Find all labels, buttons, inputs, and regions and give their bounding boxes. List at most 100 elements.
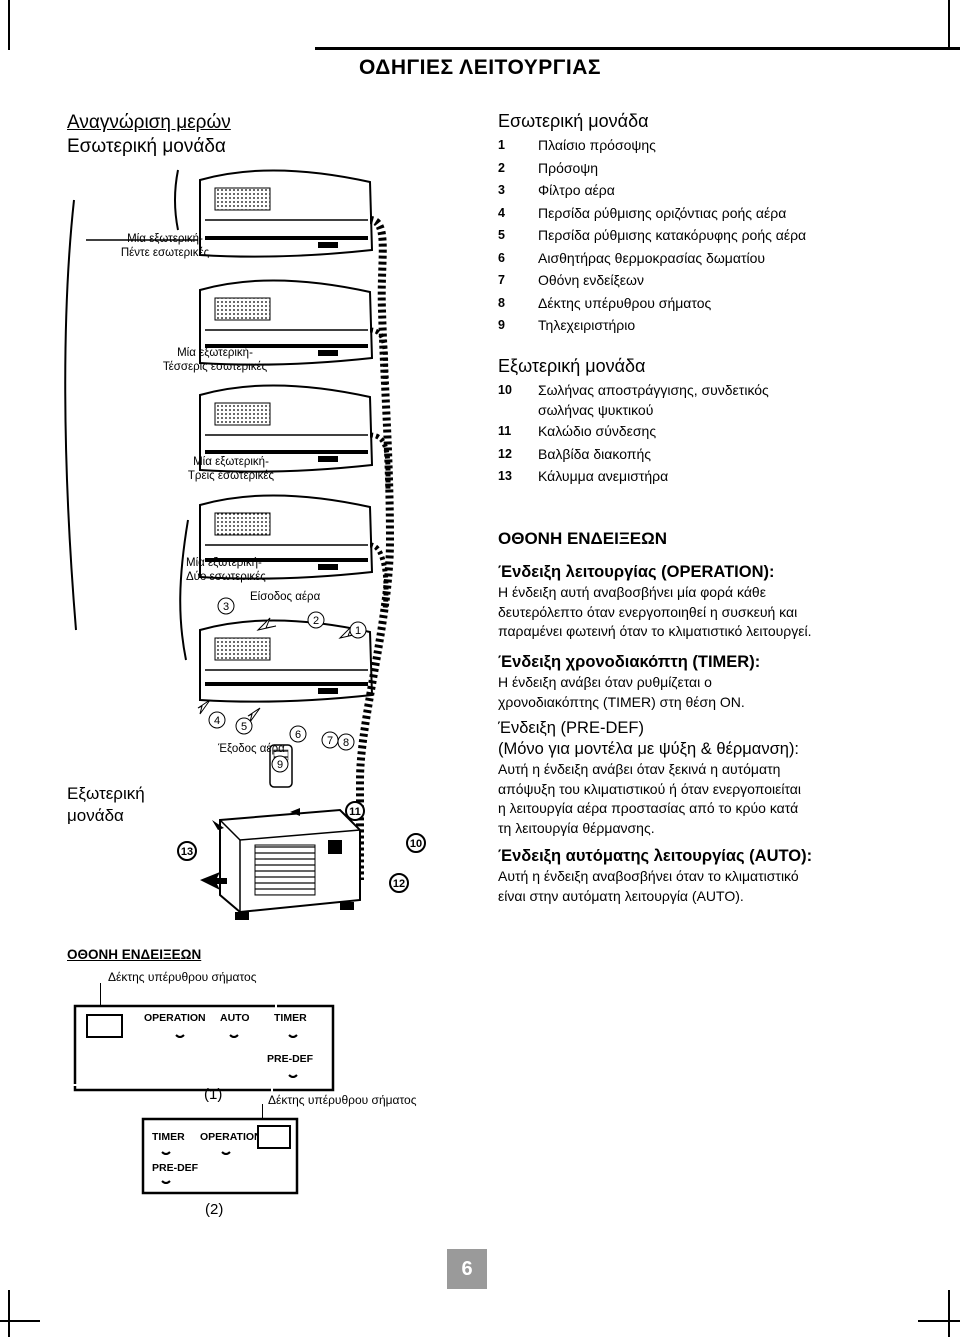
wall-curve-2 xyxy=(179,519,189,661)
list-item: σωλήνας ψυκτικού xyxy=(538,402,654,418)
auto-block: Ένδειξη αυτόματης λειτουργίας (AUTO): Αυ… xyxy=(498,847,813,904)
callout-2: 2 xyxy=(307,611,325,629)
svg-text:9: 9 xyxy=(277,759,283,771)
crop-mark-bottom-right-v xyxy=(948,1290,950,1337)
page-number: 6 xyxy=(447,1249,487,1289)
callout-4: 4 xyxy=(208,711,226,729)
indoor-unit-2 xyxy=(199,279,374,366)
callout-11: 11 xyxy=(345,801,365,821)
led-operation-2 xyxy=(221,1151,231,1155)
svg-text:AUTO: AUTO xyxy=(220,1012,250,1024)
section-title: Αναγνώριση μερών xyxy=(67,112,231,133)
display-title: ΟΘΟΝΗ ΕΝΔΕΙΞΕΩΝ xyxy=(498,529,668,548)
ir-receiver-window-1 xyxy=(86,1014,123,1038)
page-title: ΟΔΗΓΙΕΣ ΛΕΙΤΟΥΡΓΙΑΣ xyxy=(359,56,601,79)
svg-text:10: 10 xyxy=(410,838,422,850)
svg-text:7: 7 xyxy=(327,735,333,747)
section-subtitle: Εσωτερική μονάδα xyxy=(67,136,226,157)
svg-text:6: 6 xyxy=(295,729,301,741)
display-panel-2: TIMER OPERATION PRE-DEF xyxy=(141,1117,299,1195)
label-three-units: Μία εξωτερική-Τρεις εσωτερικές xyxy=(187,456,275,482)
callout-10: 10 xyxy=(406,833,426,853)
crop-mark-bottom-left xyxy=(0,1320,40,1322)
callout-13: 13 xyxy=(177,841,197,861)
timer-block: Ένδειξη χρονοδιακόπτη (TIMER): Η ένδειξη… xyxy=(498,653,761,710)
svg-text:5: 5 xyxy=(241,721,247,733)
label-five-units: Μία εξωτερική-Πέντε εσωτερικές xyxy=(120,233,210,259)
led-operation-1 xyxy=(175,1034,185,1038)
predef-block: Ένδειξη (PRE-DEF) (Μόνο για μοντέλα με ψ… xyxy=(498,719,801,836)
svg-text:8: 8 xyxy=(343,737,349,749)
receiver-pointer-2 xyxy=(262,1104,263,1122)
panel2-caption: (2) xyxy=(205,1201,224,1218)
svg-text:11: 11 xyxy=(349,806,361,818)
svg-text:TIMER: TIMER xyxy=(152,1131,185,1143)
callout-3: 3 xyxy=(217,597,235,615)
crop-mark-bottom-right xyxy=(918,1320,960,1322)
crop-mark-bottom-left-v xyxy=(8,1290,10,1337)
air-inlet-label: Είσοδος αέρα xyxy=(250,591,321,603)
outdoor-unit xyxy=(200,808,361,920)
label-two-units: Μία εξωτερική-Δύο εσωτερικές xyxy=(186,557,266,583)
svg-text:OPERATION: OPERATION xyxy=(144,1012,206,1024)
callout-5: 5 xyxy=(235,717,253,735)
indoor-unit-3 xyxy=(199,384,374,473)
svg-text:PRE-DEF: PRE-DEF xyxy=(152,1162,199,1174)
callout-7: 7 xyxy=(321,731,339,749)
callout-12: 12 xyxy=(389,873,409,893)
svg-text:PRE-DEF: PRE-DEF xyxy=(267,1053,314,1065)
led-auto-1 xyxy=(229,1034,239,1038)
svg-text:3: 3 xyxy=(223,601,229,613)
indoor-unit-5 xyxy=(199,619,374,703)
callout-9: 9 xyxy=(271,755,289,773)
label-four-units: Μία εξωτερική-Τέσσερις εσωτερικές xyxy=(162,347,268,373)
installation-illustration xyxy=(64,169,395,920)
wall-curve xyxy=(64,199,77,631)
receiver-label-1: Δέκτης υπέρυθρου σήματος xyxy=(108,970,257,984)
led-timer-2 xyxy=(161,1151,171,1155)
refrigerant-pipe xyxy=(355,216,395,880)
display-panel-1: OPERATION AUTO TIMER PRE-DEF xyxy=(73,1004,335,1092)
panel1-caption: (1) xyxy=(204,1086,223,1103)
svg-text:TIMER: TIMER xyxy=(274,1012,307,1024)
svg-text:2: 2 xyxy=(313,615,319,627)
svg-text:OPERATION: OPERATION xyxy=(200,1131,262,1143)
callout-6: 6 xyxy=(289,725,307,743)
svg-text:12: 12 xyxy=(393,878,405,890)
indoor-unit-1 xyxy=(199,169,374,258)
crop-mark-top-right xyxy=(948,0,950,50)
led-predef-1 xyxy=(288,1074,298,1078)
svg-text:4: 4 xyxy=(214,715,220,727)
receiver-pointer-1 xyxy=(100,983,101,1005)
wall-curve-3 xyxy=(174,169,179,231)
indoor-unit-4 xyxy=(199,494,374,580)
header-rule xyxy=(315,47,960,50)
callout-1: 1 xyxy=(349,621,367,639)
led-timer-1 xyxy=(288,1034,298,1038)
svg-text:13: 13 xyxy=(181,846,193,858)
indoor-title: Εσωτερική μονάδα xyxy=(498,111,649,131)
crop-mark-top-left xyxy=(8,0,10,50)
svg-text:1: 1 xyxy=(355,625,361,637)
ir-receiver-window-2 xyxy=(257,1125,291,1149)
panels-title: ΟΘΟΝΗ ΕΝΔΕΙΞΕΩΝ xyxy=(67,947,202,962)
receiver-label-2: Δέκτης υπέρυθρου σήματος xyxy=(268,1093,417,1107)
callout-8: 8 xyxy=(337,733,355,751)
air-outlet-label: Έξοδος αέρα xyxy=(218,743,285,755)
